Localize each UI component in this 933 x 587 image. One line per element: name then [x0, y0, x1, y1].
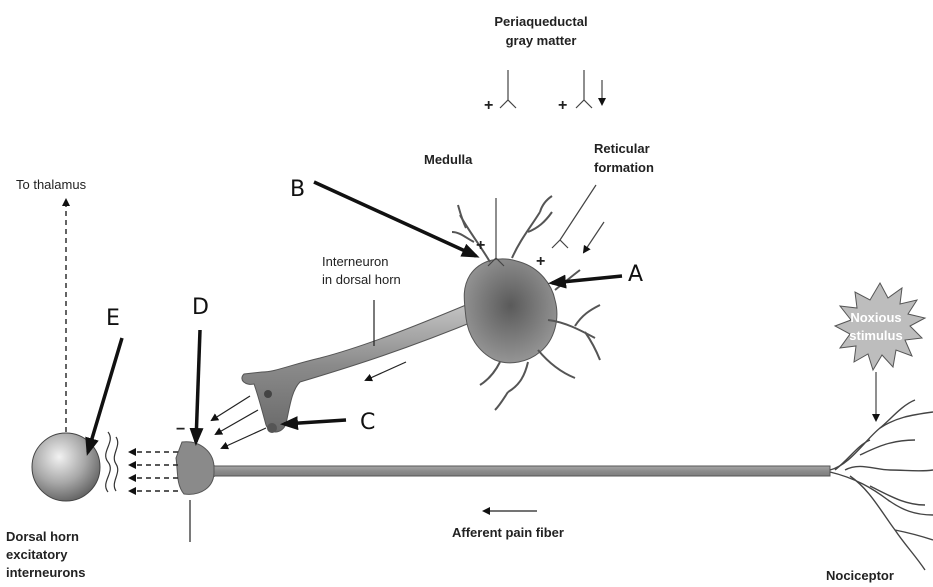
- letter-e: E: [106, 307, 120, 331]
- afferent-pain-fiber: [176, 442, 830, 495]
- reticular-label-line1: Reticular: [594, 141, 650, 157]
- letter-d: D: [192, 296, 209, 320]
- plus-sign-pag-1: +: [484, 98, 493, 114]
- pag-label-line1: Periaqueductal: [476, 14, 606, 30]
- pag-descending-fibers: [488, 70, 604, 266]
- dorsal-horn-label-line2: excitatory: [6, 547, 67, 563]
- nociceptor-branches: [830, 400, 933, 570]
- interneuron-label-line2: in dorsal horn: [322, 272, 401, 288]
- noxious-label-line1: Noxious: [836, 310, 916, 326]
- nociceptor-label: Nociceptor: [826, 568, 894, 584]
- plus-sign-pag-2: +: [558, 98, 567, 114]
- synapse-waves: [106, 432, 118, 492]
- medulla-label: Medulla: [424, 152, 472, 168]
- letter-b: B: [290, 178, 305, 202]
- noxious-stimulus-burst: [835, 283, 925, 420]
- pag-label-line2: gray matter: [476, 33, 606, 49]
- letter-a: A: [628, 263, 643, 287]
- dorsal-horn-label-line3: interneurons: [6, 565, 85, 581]
- interneuron-label-line1: Interneuron: [322, 254, 389, 270]
- minus-sign-d: −: [176, 422, 185, 438]
- plus-sign-a: +: [536, 254, 545, 270]
- dorsal-horn-label-line1: Dorsal horn: [6, 529, 79, 545]
- afferent-fiber-label: Afferent pain fiber: [452, 525, 564, 541]
- noxious-label-line2: stimulus: [836, 328, 916, 344]
- to-thalamus-label: To thalamus: [16, 177, 86, 193]
- plus-sign-b: +: [476, 238, 485, 254]
- reticular-label-line2: formation: [594, 160, 654, 176]
- letter-c: C: [360, 411, 375, 435]
